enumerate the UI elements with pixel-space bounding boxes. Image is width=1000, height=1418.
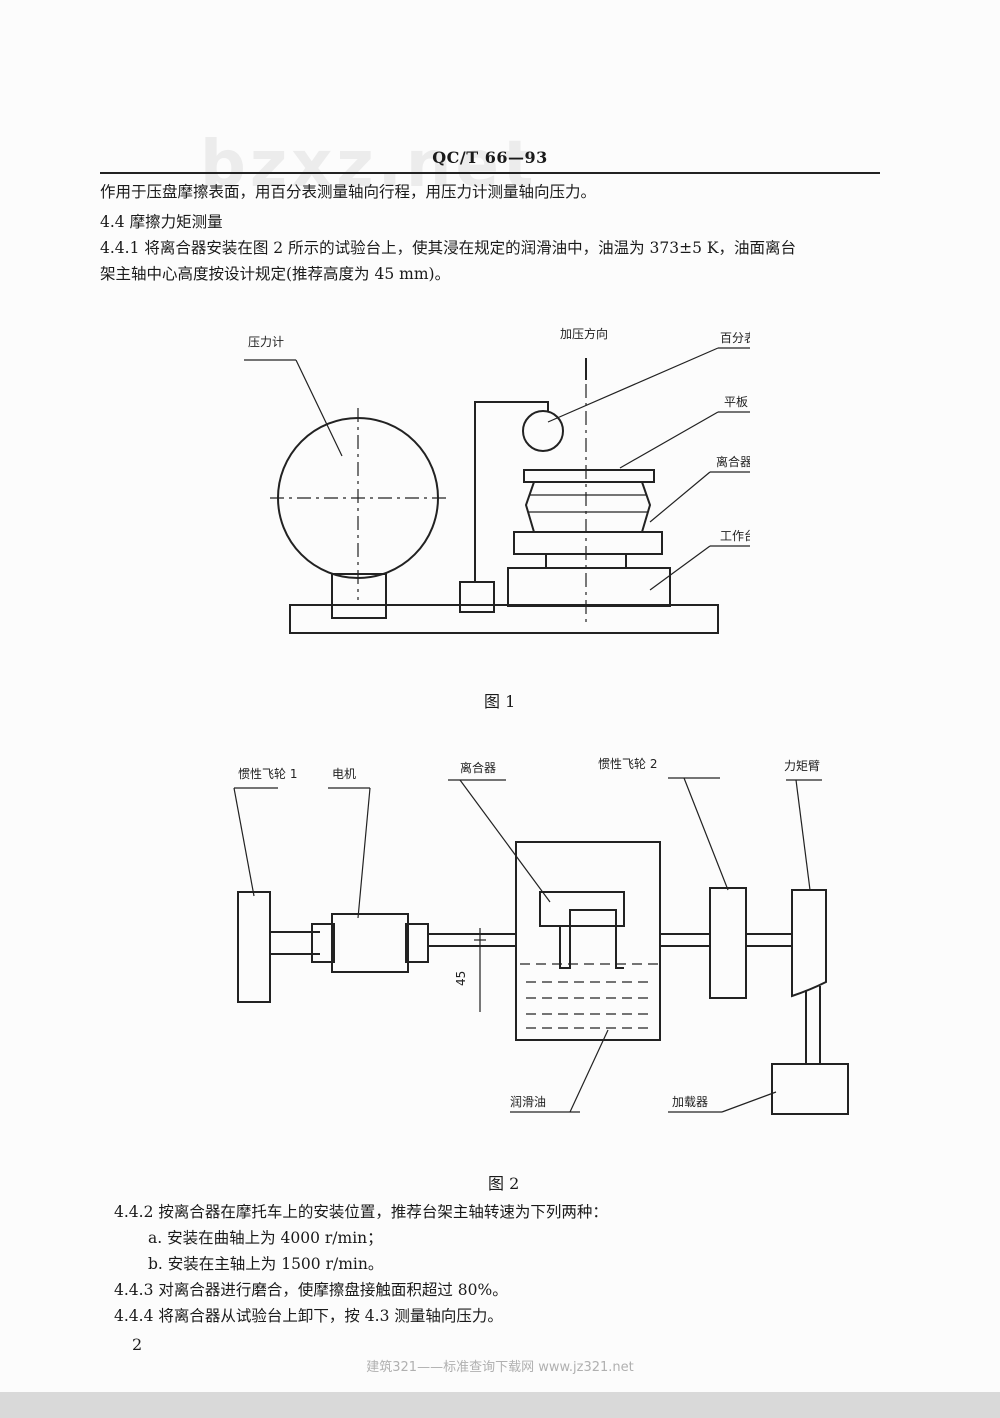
- flywheel-2: [709, 887, 747, 999]
- dial-stand-foot: [459, 581, 495, 613]
- torque-arm: [791, 889, 827, 998]
- figure-1: 压力计 加压方向 百分表 平板 离合器 工作台: [244, 326, 750, 634]
- dimension-45: 45: [454, 971, 468, 986]
- gauge-stand: [331, 573, 387, 619]
- label-flywheel-2: 惯性飞轮 2: [598, 756, 657, 771]
- label-clutch-2: 离合器: [460, 760, 496, 775]
- clutch-base: [513, 531, 663, 555]
- label-work-table: 工作台: [720, 528, 750, 543]
- clutch-assembly: [539, 891, 625, 927]
- oil-tank: [515, 841, 661, 1041]
- work-table: [507, 567, 671, 607]
- bottom-bar: [0, 1392, 1000, 1418]
- figure-2-caption: 图 2: [488, 1174, 520, 1193]
- paragraph-4-4-3: 4.4.3 对离合器进行磨合，使摩擦盘接触面积超过 80%。: [114, 1281, 508, 1299]
- label-pressure-gauge: 压力计: [248, 335, 284, 349]
- base-plate: [289, 604, 719, 634]
- header-rule: [100, 172, 880, 174]
- figure-2: 45 惯性飞轮 1 电机 离合器 惯性飞轮 2 力矩臂 润滑油 加载器: [233, 756, 849, 1115]
- list-item-b: b. 安装在主轴上为 1500 r/min。: [148, 1255, 384, 1273]
- label-pressing-direction: 加压方向: [560, 326, 608, 341]
- flywheel-1: [237, 891, 271, 1003]
- loader: [771, 1063, 849, 1115]
- label-flywheel-1: 惯性飞轮 1: [238, 766, 297, 781]
- paragraph-4-4-4: 4.4.4 将离合器从试验台上卸下，按 4.3 测量轴向压力。: [114, 1307, 503, 1325]
- watermark: bzxz.net: [200, 128, 538, 202]
- paragraph-line: 作用于压盘摩擦表面，用百分表测量轴向行程，用压力计测量轴向压力。: [100, 183, 597, 201]
- dial-indicator: [522, 410, 564, 452]
- paragraph-4-4-1: 4.4.1 将离合器安装在图 2 所示的试验台上，使其浸在规定的润滑油中，油温为…: [100, 239, 796, 257]
- section-heading-4-4: 4.4 摩擦力矩测量: [100, 213, 223, 231]
- paragraph-4-4-2: 4.4.2 按离合器在摩托车上的安装位置，推荐台架主轴转速为下列两种：: [114, 1203, 608, 1221]
- label-lubricating-oil: 润滑油: [510, 1095, 546, 1109]
- label-loader: 加载器: [672, 1095, 708, 1109]
- label-motor: 电机: [332, 767, 356, 781]
- motor: [331, 913, 409, 973]
- label-clutch: 离合器: [716, 454, 750, 469]
- figure-1-caption: 图 1: [484, 692, 516, 711]
- label-flat-plate: 平板: [724, 395, 748, 409]
- footer-link[interactable]: 建筑321——标准查询下载网 www.jz321.net: [366, 1360, 634, 1375]
- paragraph-4-4-1-cont: 架主轴中心高度按设计规定(推荐高度为 45 mm)。: [100, 265, 451, 283]
- flat-plate: [523, 469, 655, 483]
- label-torque-arm: 力矩臂: [784, 759, 820, 773]
- label-dial-indicator: 百分表: [720, 331, 750, 345]
- page-header: QC/T 66—93: [432, 148, 548, 167]
- list-item-a: a. 安装在曲轴上为 4000 r/min；: [148, 1229, 383, 1247]
- clutch-body: [524, 481, 652, 533]
- page-number: 2: [132, 1335, 143, 1354]
